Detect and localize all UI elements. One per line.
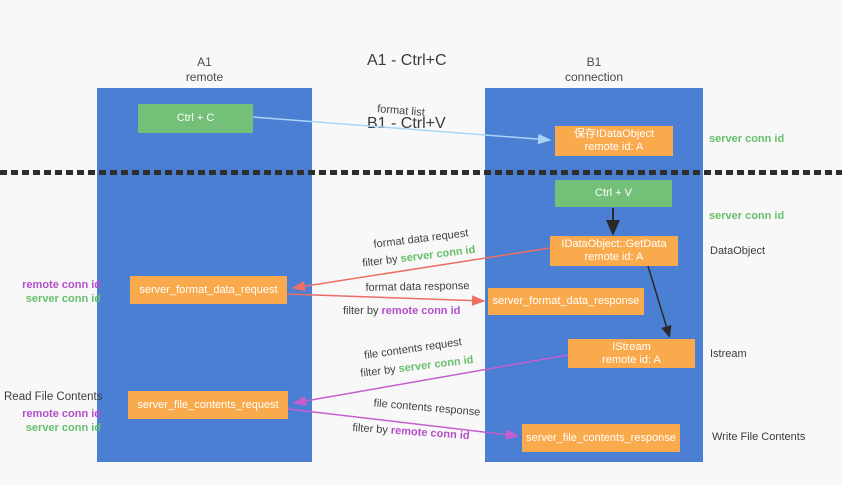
ctrl-v-label: Ctrl + V: [595, 187, 632, 199]
conn-id-pair-2: remote conn id server conn id: [0, 407, 101, 435]
filter-by-id-1: server conn id: [399, 243, 477, 265]
filter-by-id-3: server conn id: [397, 354, 475, 376]
left-column-subtitle: remote: [185, 70, 224, 84]
ctrl-c-node: Ctrl + C: [138, 104, 253, 133]
istream-line1: IStream: [612, 340, 651, 353]
filter-by-text-4: filter by: [352, 421, 392, 437]
server-conn-id-annotation-mid: server conn id: [709, 210, 785, 222]
right-column-header: B1 connection: [485, 55, 703, 85]
istream-line2: remote id: A: [602, 353, 661, 366]
ctrl-v-node: Ctrl + V: [555, 180, 672, 207]
save-idataobject-line2: remote id: A: [584, 141, 644, 153]
server-format-data-request-node: server_format_data_request: [130, 276, 287, 304]
format-data-response-label: format data response: [365, 280, 470, 294]
diagram-title: A1 - Ctrl+C B1 - Ctrl+V: [367, 8, 447, 176]
filter-by-text-2: filter by: [343, 305, 382, 317]
dotted-separator: [0, 170, 842, 175]
filter-by-id-2: remote conn id: [381, 305, 461, 317]
server-file-contents-request-label: server_file_contents_request: [137, 398, 279, 411]
filter-by-text-1: filter by: [361, 253, 402, 270]
save-idataobject-node: 保存IDataObject remote id: A: [555, 126, 673, 156]
remote-conn-id-annotation-1: remote conn id: [22, 279, 101, 291]
left-column-header: A1 remote: [97, 55, 312, 85]
conn-id-pair-1: remote conn id server conn id: [0, 278, 101, 306]
right-column-name: B1: [586, 55, 602, 69]
server-conn-id-annotation-1: server conn id: [25, 293, 101, 305]
getdata-line2: remote id: A: [584, 251, 644, 263]
server-file-contents-response-label: server_file_contents_response: [526, 431, 676, 444]
format-data-response-filter-label: filter by remote conn id: [343, 305, 461, 317]
istream-node: IStream remote id: A: [568, 339, 695, 368]
left-column-name: A1: [197, 55, 212, 69]
getdata-node: IDataObject::GetData remote id: A: [550, 236, 678, 266]
dataobject-annotation: DataObject: [710, 245, 766, 257]
right-column-subtitle: connection: [564, 70, 624, 84]
server-conn-id-annotation-2: server conn id: [25, 422, 101, 434]
filter-by-id-4: remote conn id: [390, 424, 470, 443]
getdata-line1: IDataObject::GetData: [561, 238, 667, 250]
server-format-data-request-label: server_format_data_request: [139, 283, 278, 296]
file-contents-response-filter-label: filter by remote conn id: [352, 422, 471, 442]
ctrl-c-label: Ctrl + C: [176, 112, 215, 124]
write-file-contents-annotation: Write File Contents: [712, 431, 806, 443]
save-idataobject-line1: 保存IDataObject: [573, 128, 655, 140]
format-data-response-arrow: [286, 293, 486, 306]
read-file-contents-annotation: Read File Contents: [4, 391, 103, 403]
title-line-1: A1 - Ctrl+C: [367, 52, 447, 69]
filter-by-text-3: filter by: [359, 363, 400, 380]
remote-conn-id-annotation-2: remote conn id: [22, 408, 101, 420]
server-format-data-response-node: server_format_data_response: [488, 288, 644, 315]
server-format-data-response-label: server_format_data_response: [492, 295, 640, 307]
server-conn-id-annotation-top: server conn id: [709, 133, 785, 145]
server-file-contents-request-node: server_file_contents_request: [128, 391, 288, 419]
file-contents-response-label: file contents response: [373, 397, 481, 419]
server-file-contents-response-node: server_file_contents_response: [522, 424, 680, 452]
istream-annotation: Istream: [710, 348, 747, 360]
